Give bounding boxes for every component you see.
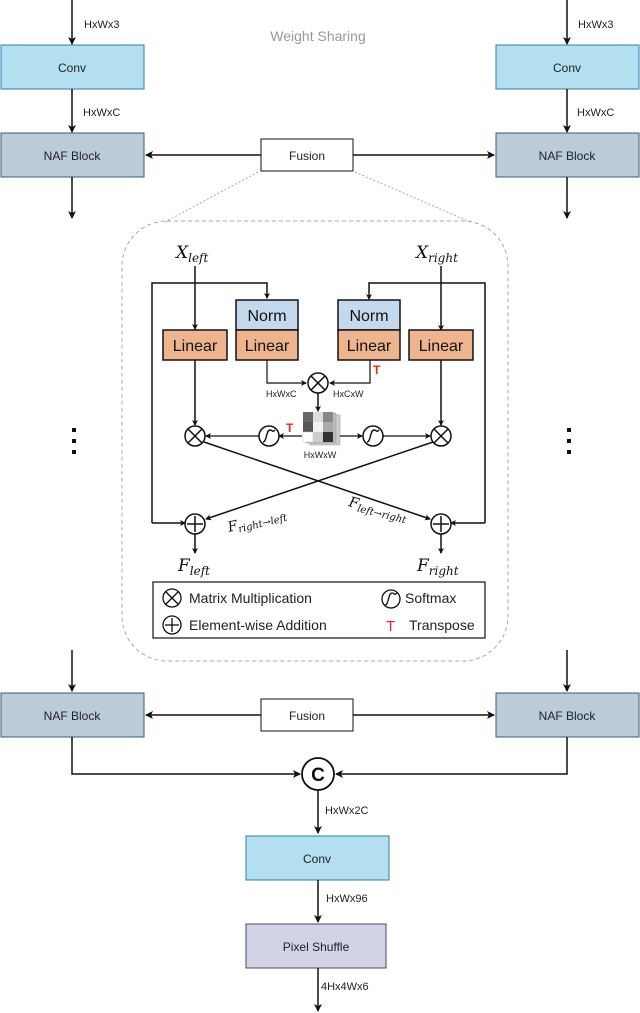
softmax-left-icon [258, 425, 280, 447]
matmul-qk-icon [307, 372, 329, 394]
f-right-to-left-label: Fright→left [225, 506, 289, 538]
legend-softmax-icon [381, 589, 401, 609]
right-linear-box [408, 329, 474, 361]
add-left-icon [184, 513, 206, 535]
left-linear-label: Linear [173, 338, 218, 355]
legend-add-icon [162, 615, 182, 635]
final-conv-box [245, 835, 390, 881]
left-conv-label: Conv [58, 61, 86, 75]
right-naf-bottom-label: NAF Block [539, 709, 597, 723]
shape-q: HxWxC [266, 389, 297, 399]
fusion-top-label: Fusion [289, 149, 325, 163]
left-to-concat [71, 737, 301, 778]
f-right-label: Fright [416, 556, 459, 578]
right-naf-block-top [495, 132, 640, 178]
legend-transpose-icon: T [386, 618, 395, 635]
zoom-callout-line-left [164, 171, 259, 223]
final-conv-label: Conv [303, 852, 331, 866]
k-to-matmul [329, 360, 371, 386]
f-left-to-right-label: Fleft→right [346, 494, 410, 526]
right-ellipsis [567, 428, 571, 454]
legend-box [152, 581, 486, 639]
matmul-right-icon [430, 425, 452, 447]
right-norm-label: Norm [349, 308, 388, 325]
legend-transpose-label: Transpose [409, 617, 475, 633]
right-conv-shape: HxWxC [577, 107, 614, 119]
legend-add-label: Element-wise Addition [189, 617, 327, 633]
concat-shape: HxWx2C [325, 805, 368, 817]
pixel-shuffle-label: Pixel Shuffle [283, 940, 350, 954]
softmax-right-icon [362, 425, 384, 447]
f-left-label: Fleft [177, 556, 210, 578]
left-naf-block-bottom [0, 692, 145, 738]
left-naf-bottom-label: NAF Block [44, 709, 102, 723]
left-norm-label: Norm [247, 308, 286, 325]
left-ellipsis [72, 428, 76, 454]
right-conv-box [495, 44, 640, 90]
attention-map-icon [302, 412, 341, 446]
matmul-left-icon [184, 425, 206, 447]
right-k-linear-box [337, 329, 401, 361]
legend-matmul-icon [162, 588, 182, 608]
conv-shape: HxWx96 [326, 893, 368, 905]
right-to-concat [335, 737, 568, 778]
output-shape: 4Hx4Wx6 [321, 981, 369, 993]
x-left-bus [151, 282, 270, 523]
cross-left-to-right [203, 441, 431, 521]
left-linear-box [162, 329, 228, 361]
q-to-matmul [266, 360, 307, 386]
x-left-label: Xleft [174, 243, 208, 265]
add-right-icon [430, 513, 452, 535]
fusion-bottom-label: Fusion [289, 709, 325, 723]
left-naf-block-top [0, 132, 145, 178]
fusion-detail-panel [121, 220, 509, 662]
left-conv-shape: HxWxC [83, 107, 120, 119]
legend-softmax-label: Softmax [405, 590, 456, 606]
x-right-label: Xright [414, 243, 458, 265]
shape-attn: HxWxW [304, 450, 337, 460]
transpose-mark-attn: T [286, 421, 294, 435]
weight-sharing-label: Weight Sharing [270, 28, 365, 44]
right-k-linear-label: Linear [347, 338, 392, 355]
right-linear-label: Linear [419, 338, 464, 355]
zoom-callout-line-right [354, 171, 471, 223]
left-input-shape: HxWx3 [84, 19, 119, 31]
concat-symbol: C [311, 765, 325, 786]
fusion-box-top [260, 138, 354, 172]
pixel-shuffle-box [245, 923, 387, 969]
right-naf-top-label: NAF Block [539, 149, 597, 163]
right-naf-block-bottom [495, 692, 640, 738]
cross-right-to-left [205, 441, 434, 521]
transpose-mark-k: T [373, 363, 381, 377]
right-input-shape: HxWx3 [578, 19, 613, 31]
x-right-bus [366, 282, 486, 523]
legend-matmul-label: Matrix Multiplication [189, 590, 312, 606]
left-naf-top-label: NAF Block [44, 149, 102, 163]
left-q-linear-box [235, 329, 299, 361]
right-conv-label: Conv [553, 61, 581, 75]
left-q-linear-label: Linear [245, 338, 290, 355]
shape-k: HxCxW [333, 389, 364, 399]
